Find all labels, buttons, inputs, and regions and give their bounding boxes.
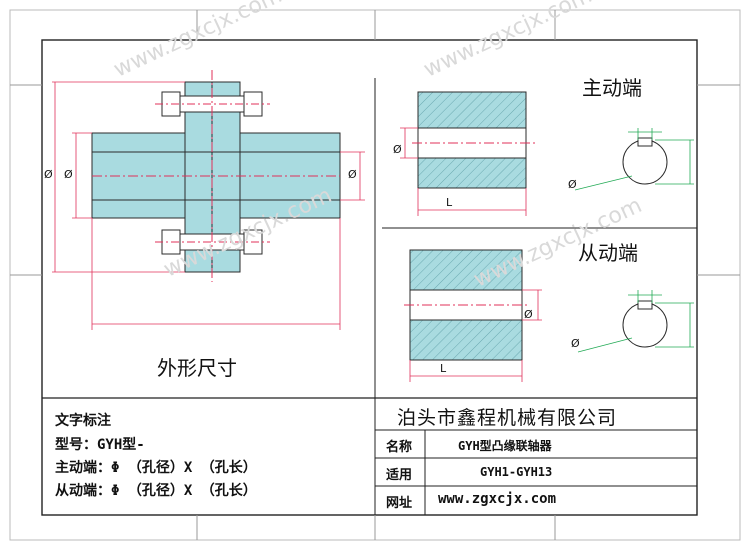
- dim-diameter-driving: Ø: [393, 143, 402, 156]
- title-block-value-applicable: GYH1-GYH13: [480, 465, 553, 479]
- dim-diameter-hub: Ø: [64, 168, 73, 181]
- dim-length-driving: L: [446, 196, 453, 209]
- dim-length-driven: L: [440, 362, 447, 375]
- driving-end-label: 主动端: [582, 76, 642, 100]
- company-name: 泊头市鑫程机械有限公司: [397, 407, 618, 429]
- title-block-label-website: 网址: [386, 496, 413, 511]
- driven-end-section-view: [404, 249, 694, 382]
- notes-driving: 主动端：Φ （孔径）X （孔长）: [55, 460, 257, 476]
- title-block-value-name: GYH型凸缘联轴器: [458, 439, 552, 453]
- title-block-label-name: 名称: [386, 440, 413, 455]
- coupling-outline-view: [52, 70, 365, 330]
- dim-diameter-bore: Ø: [348, 168, 357, 181]
- notes-title: 文字标注: [55, 413, 111, 429]
- dim-diameter-driven: Ø: [524, 308, 533, 321]
- notes-model: 型号：GYH型-: [55, 437, 145, 453]
- dim-diameter-outer: Ø: [44, 168, 53, 181]
- outline-dimensions-label: 外形尺寸: [157, 356, 237, 380]
- title-block-value-website: www.zgxcjx.com: [438, 491, 557, 507]
- notes-driven: 从动端：Φ （孔径）X （孔长）: [55, 483, 257, 499]
- dim-diameter-key-driving: Ø: [568, 178, 577, 191]
- driving-end-section-view: [400, 91, 694, 216]
- title-block-label-applicable: 适用: [386, 468, 413, 483]
- driven-end-label: 从动端: [578, 241, 638, 265]
- sheet-border: [9, 9, 741, 541]
- dim-diameter-key-driven: Ø: [571, 337, 580, 350]
- title-block-grid: [374, 398, 697, 515]
